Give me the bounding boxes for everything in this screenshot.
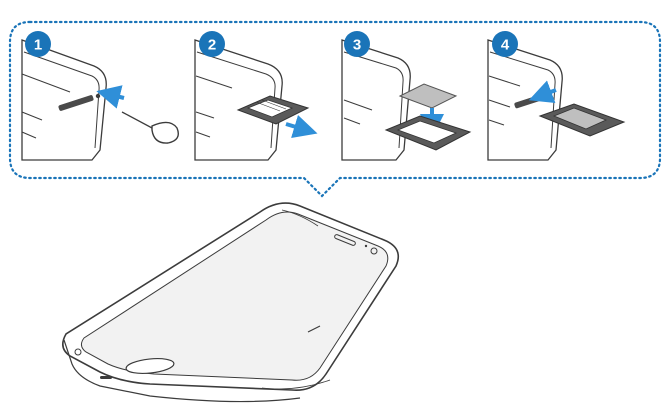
ejection-pin-icon [121,111,180,144]
step-1-panel: 1 [21,31,180,161]
step-2-number: 2 [208,37,216,54]
pull-arrow [285,115,318,139]
insert-arrow [96,85,125,109]
phone-home-button [125,358,175,374]
step-3-panel: 3 [341,31,472,161]
step-1-badge [25,31,51,57]
step-4-badge [492,31,518,57]
phone-speaker [334,234,356,246]
step-2-panel: 2 [194,31,318,161]
sim-card-icon [398,83,458,109]
ejection-hole [95,93,101,99]
step-4-number: 4 [501,37,510,54]
sim-tray-icon [236,95,310,125]
phone-camera [370,247,378,255]
usb-port [100,376,112,379]
sim-tray-icon-4 [538,103,626,137]
step-2-badge [199,31,225,57]
step-3-number: 3 [353,37,361,54]
phone-illustration [62,202,400,403]
tray-with-slot [384,115,472,151]
headphone-jack [74,348,82,356]
insert-tray-arrow [528,80,557,104]
step-1-number: 1 [34,37,42,54]
step-4-panel: 4 [487,31,626,161]
step-3-badge [344,31,370,57]
sim-slot [58,95,94,111]
